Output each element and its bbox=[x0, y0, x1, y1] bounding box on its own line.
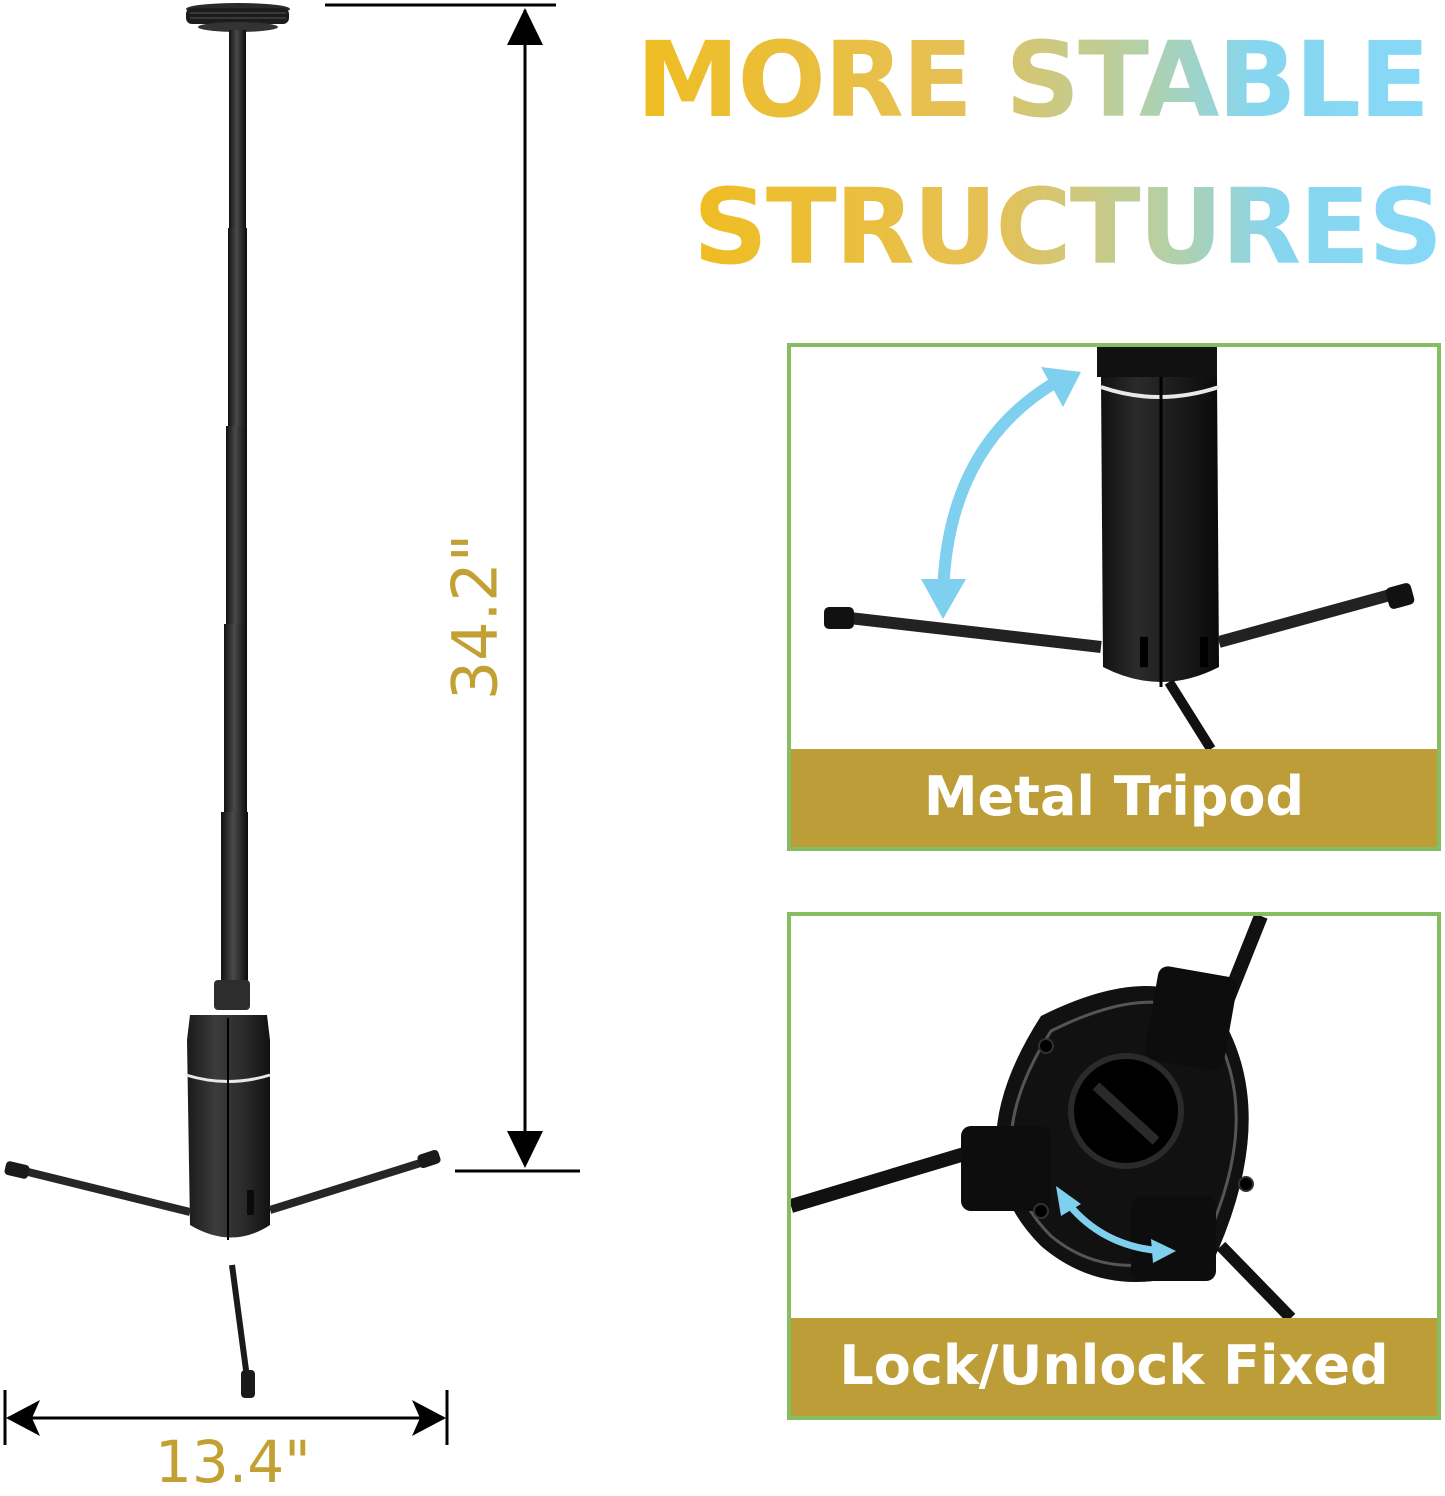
caption-metal-tripod: Metal Tripod bbox=[791, 749, 1437, 847]
panel-metal-tripod: Metal Tripod bbox=[787, 343, 1441, 851]
arrow-left-icon bbox=[6, 1400, 40, 1436]
height-dimension-line bbox=[325, 3, 580, 1173]
lock-rotate-arrow-icon bbox=[1056, 1186, 1176, 1263]
arrow-up-icon bbox=[507, 8, 543, 45]
caption-lock-unlock: Lock/Unlock Fixed bbox=[791, 1318, 1437, 1416]
tripod-base-bottom-view bbox=[791, 916, 1296, 1318]
headline-line-2: STRUCTURES bbox=[693, 166, 1443, 288]
width-label: 13.4" bbox=[155, 1428, 311, 1496]
arrow-right-icon bbox=[412, 1400, 446, 1436]
arrow-down-icon bbox=[507, 1131, 543, 1168]
tripod-product-illustration bbox=[4, 3, 441, 1398]
rotate-arrow-icon bbox=[921, 367, 1081, 619]
tripod-base-closeup bbox=[824, 347, 1415, 749]
headline-line-1: MORE STABLE bbox=[636, 19, 1430, 141]
phone-mount-cap bbox=[186, 3, 290, 32]
height-label: 34.2" bbox=[438, 533, 512, 701]
width-dimension-line bbox=[3, 1390, 449, 1445]
panel-lock-unlock: Lock/Unlock Fixed bbox=[787, 912, 1441, 1420]
